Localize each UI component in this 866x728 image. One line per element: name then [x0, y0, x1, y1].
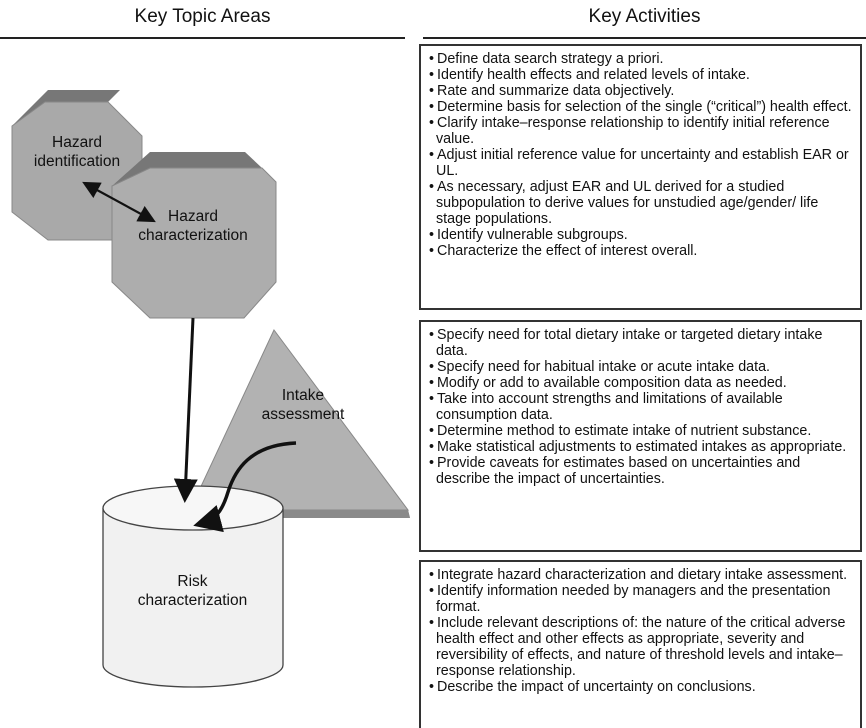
activity-item: Clarify intake–response relationship to …	[429, 115, 856, 147]
activity-item: Include relevant descriptions of: the na…	[429, 615, 856, 679]
risk-assessment-diagram	[11, 90, 410, 688]
risk-activities-list: Integrate hazard characterization and di…	[429, 567, 856, 695]
left-header-rule	[0, 37, 405, 39]
risk-activities-box: Integrate hazard characterization and di…	[419, 560, 862, 728]
risk-characterization-cylinder	[102, 485, 284, 688]
hazard-activities-list: Define data search strategy a priori.Ide…	[429, 51, 856, 259]
activity-item: Identify information needed by managers …	[429, 583, 856, 615]
intake-activities-box: Specify need for total dietary intake or…	[419, 320, 862, 552]
activity-item: Identify health effects and related leve…	[429, 67, 856, 83]
hazard-to-risk-arrow	[173, 317, 198, 503]
activity-item: Determine basis for selection of the sin…	[429, 99, 856, 115]
hazard-activities-box: Define data search strategy a priori.Ide…	[419, 44, 862, 310]
left-column-header: Key Topic Areas	[134, 6, 271, 27]
intake-activities-list: Specify need for total dietary intake or…	[429, 327, 856, 487]
activity-item: Make statistical adjustments to estimate…	[429, 439, 856, 455]
activity-item: Take into account strengths and limitati…	[429, 391, 856, 423]
activity-item: Define data search strategy a priori.	[429, 51, 856, 67]
hazard-characterization-label: Hazard characterization	[138, 208, 248, 244]
right-column-header: Key Activities	[588, 6, 701, 27]
activity-item: Determine method to estimate intake of n…	[429, 423, 856, 439]
right-header-rule	[423, 37, 866, 39]
activity-item: Integrate hazard characterization and di…	[429, 567, 856, 583]
intake-assessment-label: Intake assessment	[261, 387, 345, 423]
activity-item: Describe the impact of uncertainty on co…	[429, 679, 856, 695]
activity-item: Modify or add to available composition d…	[429, 375, 856, 391]
activity-item: Specify need for total dietary intake or…	[429, 327, 856, 359]
activity-item: Adjust initial reference value for uncer…	[429, 147, 856, 179]
activity-item: Specify need for habitual intake or acut…	[429, 359, 856, 375]
risk-characterization-label: Risk characterization	[137, 573, 248, 609]
hazard-link-arrow	[82, 181, 156, 223]
activity-item: Rate and summarize data objectively.	[429, 83, 856, 99]
hazard-identification-label: Hazard identification	[33, 134, 121, 170]
activity-item: As necessary, adjust EAR and UL derived …	[429, 179, 856, 227]
activity-item: Characterize the effect of interest over…	[429, 243, 856, 259]
activity-item: Provide caveats for estimates based on u…	[429, 455, 856, 487]
intake-to-risk-arrow	[193, 441, 297, 533]
activity-item: Identify vulnerable subgroups.	[429, 227, 856, 243]
